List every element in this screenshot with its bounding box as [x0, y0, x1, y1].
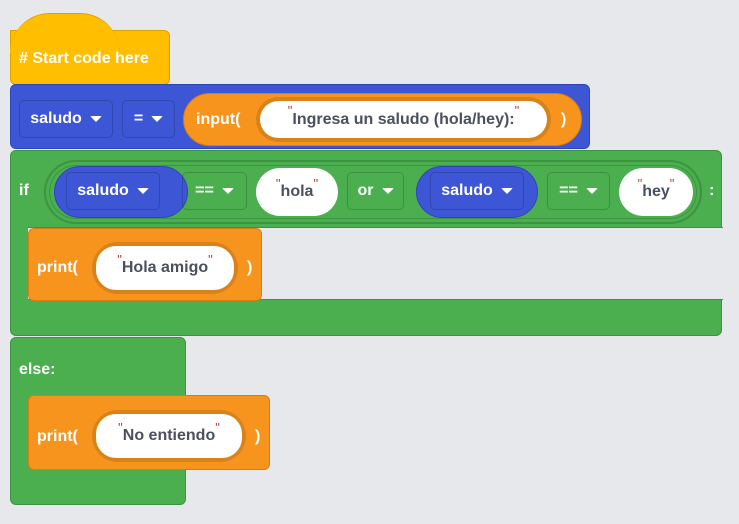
caret-down-icon [136, 188, 149, 194]
hat-label: # Start code here [19, 50, 149, 67]
string-text: No entiendo [122, 427, 216, 444]
quote-mark: " [117, 251, 122, 267]
print-string-2[interactable]: "No entiendo" [92, 410, 246, 462]
quote-mark: " [669, 175, 675, 191]
input-close-paren: ) [561, 111, 567, 128]
var-label: saludo [441, 182, 493, 199]
print-func-label: print( [37, 428, 78, 445]
hat-hump [10, 13, 120, 53]
quote-mark: " [514, 103, 520, 118]
var-pill-1[interactable] [54, 166, 188, 218]
operator-dropdown-1[interactable]: == [182, 172, 247, 210]
op-label: = [133, 110, 144, 127]
operator-dropdown-2[interactable]: == [547, 172, 610, 210]
string-text: Ingresa un saludo (hola/hey): [292, 110, 515, 128]
string-text: hey [642, 183, 670, 200]
quote-mark: " [287, 103, 293, 118]
caret-down-icon [585, 188, 598, 194]
string-text: hola [280, 183, 314, 200]
string-hey[interactable]: "hey" [619, 168, 693, 216]
colon: : [709, 182, 715, 199]
print-string-1[interactable]: "Hola amigo" [92, 242, 238, 294]
input-func-label: input( [196, 111, 241, 128]
caret-down-icon [89, 116, 102, 122]
caret-down-icon [500, 188, 513, 194]
logic-dropdown[interactable]: or [347, 172, 404, 210]
caret-down-icon [381, 188, 394, 194]
variable-dropdown-2[interactable]: saludo [430, 172, 524, 210]
quote-mark: " [208, 251, 213, 267]
op-label: == [195, 182, 214, 199]
var-pill-2[interactable] [416, 166, 538, 218]
variable-dropdown[interactable]: saludo [19, 100, 113, 138]
prompt-string[interactable]: "Ingresa un saludo (hola/hey):" [256, 97, 551, 142]
if-keyword: if [19, 182, 29, 199]
caret-down-icon [221, 188, 234, 194]
quote-mark: " [215, 419, 220, 435]
op-label: == [559, 182, 578, 199]
var-label: saludo [77, 182, 129, 199]
string-hola[interactable]: "hola" [256, 168, 338, 216]
quote-mark: " [637, 175, 643, 191]
print-close-paren: ) [255, 428, 261, 445]
quote-mark: " [118, 419, 123, 435]
print-close-paren: ) [247, 259, 253, 276]
print-func-label: print( [37, 259, 78, 276]
else-keyword: else: [19, 361, 56, 378]
assign-operator-dropdown[interactable]: = [122, 100, 175, 138]
condition-group [44, 160, 702, 224]
string-text: Hola amigo [121, 259, 209, 276]
logic-label: or [357, 182, 374, 199]
quote-mark: " [313, 175, 319, 191]
quote-mark: " [275, 175, 281, 191]
variable-dropdown-1[interactable]: saludo [66, 172, 160, 210]
caret-down-icon [151, 116, 164, 122]
var-label: saludo [30, 110, 82, 127]
